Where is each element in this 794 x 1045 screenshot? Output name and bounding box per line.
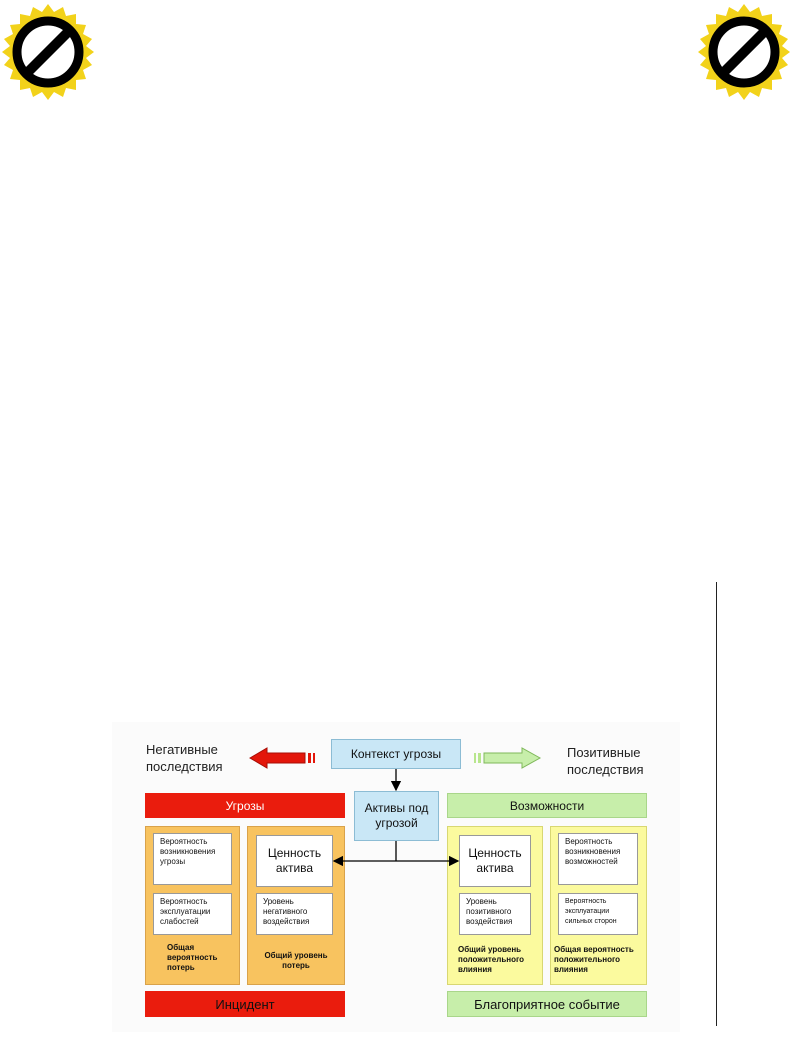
total-pos-caption: Общий уровень положительного влияния	[458, 945, 525, 974]
pos-impact-text: Уровень позитивного воздействия	[466, 897, 513, 926]
threats-header: Угрозы	[145, 793, 345, 818]
neg-impact-text: Уровень негативного воздействия	[263, 897, 310, 926]
prob-exploit-box: Вероятность эксплуатации слабостей	[153, 893, 232, 935]
margin-rule	[716, 582, 717, 1026]
incident-bar: Инцидент	[145, 991, 345, 1017]
total-prob-pos-caption: Общая вероятность положительного влияния	[554, 945, 634, 974]
threat-context-box: Контекст угрозы	[331, 739, 461, 769]
pos-impact-box: Уровень позитивного воздействия	[459, 893, 531, 935]
seal-right-icon	[694, 2, 794, 102]
threats-label: Угрозы	[225, 798, 265, 813]
prob-exploit-text: Вероятность эксплуатации слабостей	[160, 897, 211, 926]
assets-at-risk-label: Активы под угрозой	[364, 801, 429, 830]
prob-threat-text: Вероятность возникновения угрозы	[160, 837, 216, 866]
negative-consequences-label: Негативные последствия	[146, 742, 223, 774]
favorable-event-bar: Благоприятное событие	[447, 991, 647, 1017]
total-loss-caption: Общий уровень потерь	[264, 951, 328, 970]
total-prob-loss-caption: Общая вероятность потерь	[167, 943, 218, 972]
threat-context-label: Контекст угрозы	[350, 747, 442, 761]
assets-at-risk-box: Активы под угрозой	[354, 791, 439, 841]
prob-opportunity-text: Вероятность возникновения возможностей	[565, 837, 621, 866]
asset-value-text-right: Ценность актива	[468, 846, 522, 875]
neg-impact-box: Уровень негативного воздействия	[256, 893, 333, 935]
prob-opportunity-box: Вероятность возникновения возможностей	[558, 833, 638, 885]
prob-strengths-text: Вероятность эксплуатации сильных сторон	[565, 898, 617, 925]
seal-left-icon	[0, 2, 98, 102]
asset-value-box-left: Ценность актива	[256, 835, 333, 887]
incident-label: Инцидент	[215, 996, 275, 1012]
asset-value-text-left: Ценность актива	[267, 846, 322, 875]
prob-strengths-box: Вероятность эксплуатации сильных сторон	[558, 893, 638, 935]
positive-consequences-label: Позитивные последствия	[567, 745, 644, 777]
opportunities-label: Возможности	[509, 798, 585, 813]
favorable-event-label: Благоприятное событие	[474, 996, 620, 1012]
opportunities-header: Возможности	[447, 793, 647, 818]
prob-threat-box: Вероятность возникновения угрозы	[153, 833, 232, 885]
asset-value-box-right: Ценность актива	[459, 835, 531, 887]
